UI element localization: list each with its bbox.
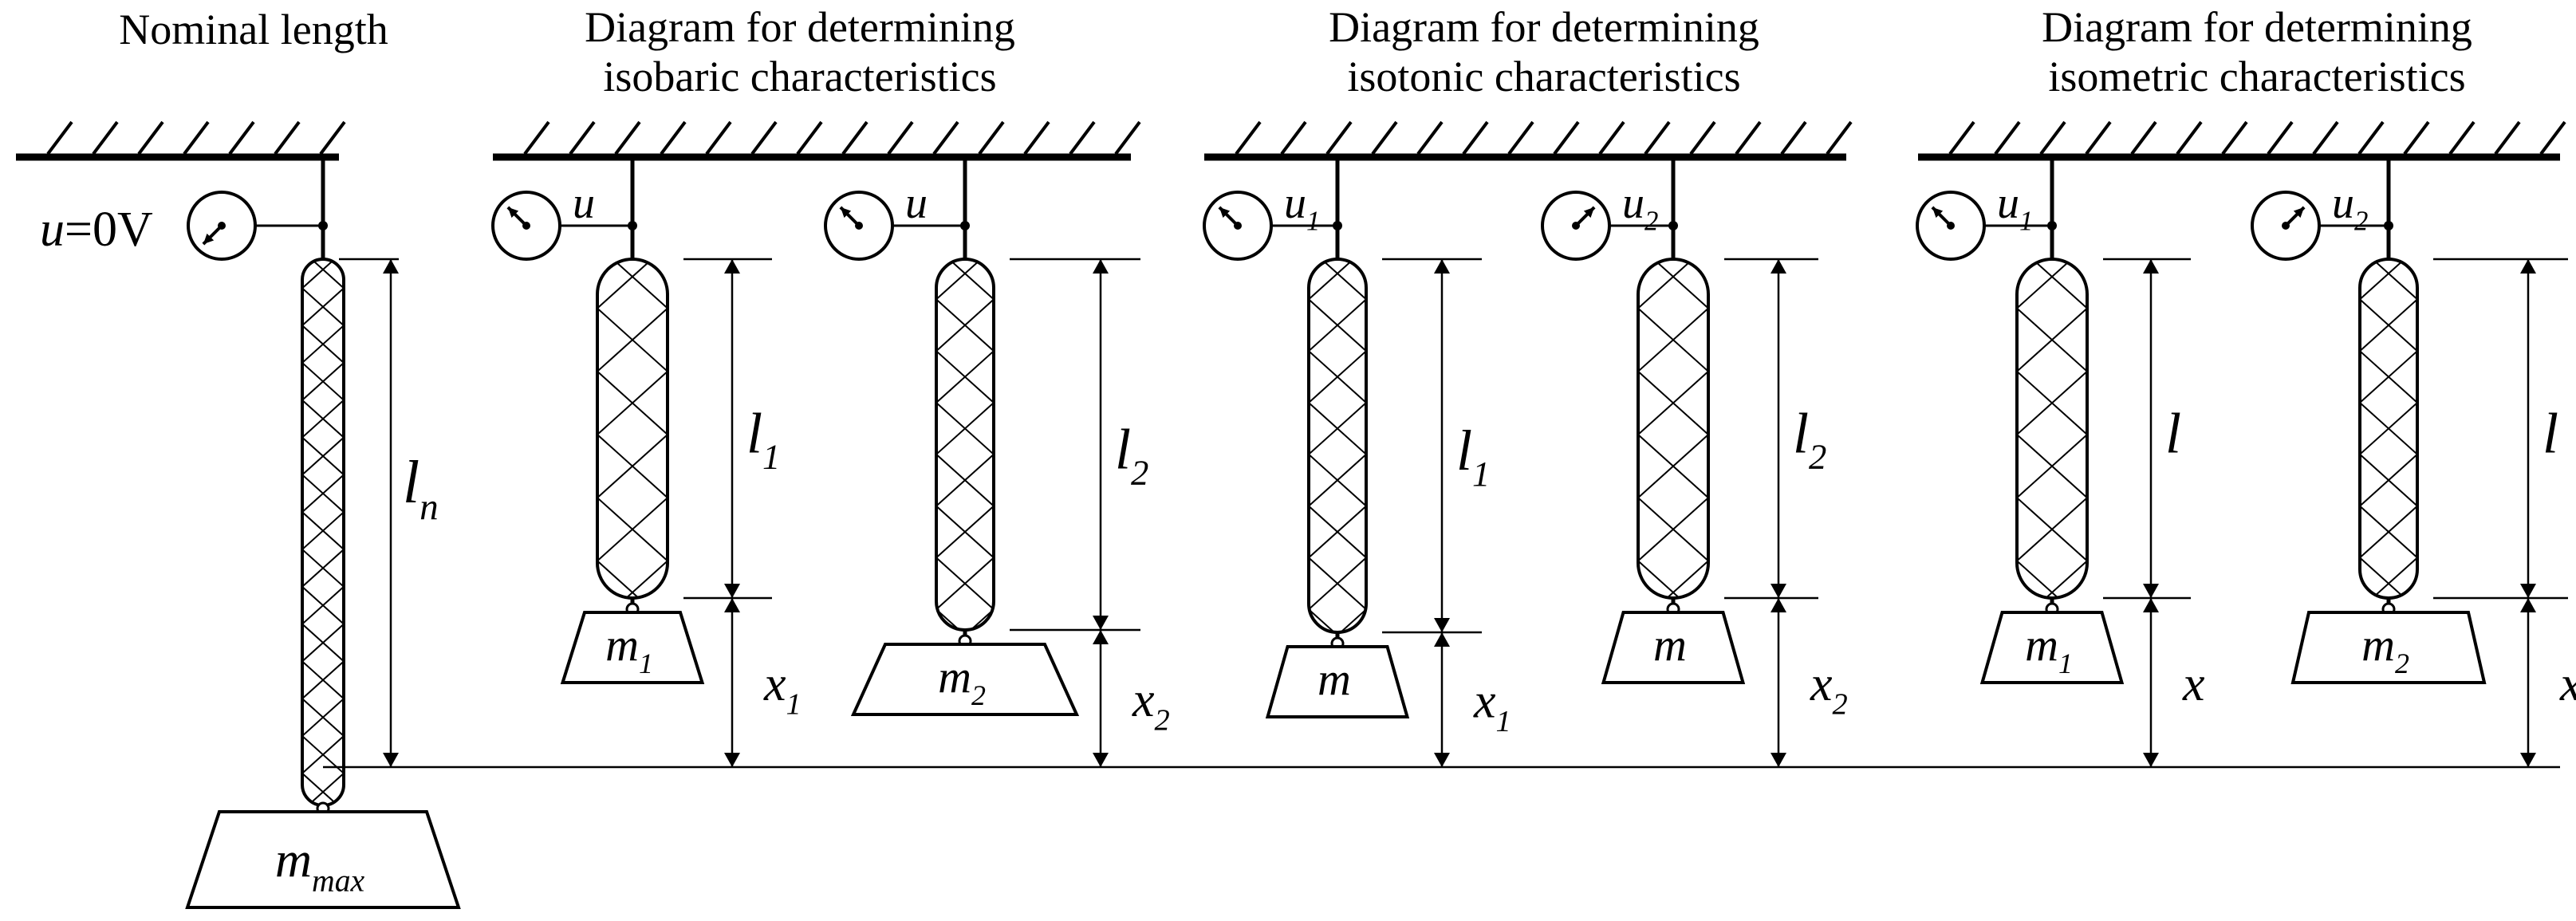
isotonic-1-junction [1333,221,1342,230]
isotonic-1-mass: m [1265,636,1410,718]
isometric-2-source-label: u2 [2332,179,2368,237]
isobaric-2-junction [960,221,970,230]
isobaric-2: u m2 l2 x2 [824,157,1170,767]
isobaric-1-length-label: l1 [746,402,780,477]
isotonic-2-mass-label: m [1653,619,1687,671]
title-nominal-length: Nominal length [119,6,388,53]
isotonic-2-length-label: l2 [1793,402,1826,477]
isobaric-1-offset-dimension [724,598,740,767]
title-isometric-line2: isometric characteristics [2048,53,2465,100]
isobaric-2-meter-icon [824,191,894,261]
isometric-1-length-dimension [2143,259,2159,598]
title-isometric-line1: Diagram for determining [2042,3,2472,51]
isotonic-2-muscle [1637,258,1710,600]
nominal-length-dimension [383,259,399,767]
isometric-1-meter-icon [1916,191,1986,261]
ceiling-isometric [1918,120,2566,161]
isobaric-1-offset-label: x1 [763,657,802,721]
nominal-mass-label: mmax [275,832,365,899]
nominal-length-label: ln [403,449,439,528]
ceiling-isobaric [493,120,1141,161]
isometric-1-mass: m1 [1979,602,2125,684]
isotonic-2-meter-icon [1541,191,1611,261]
isometric-1-offset-dimension [2143,598,2159,767]
isometric-1-junction [2047,221,2057,230]
isotonic-2-source-label: u2 [1622,179,1658,237]
unit-nominal: mmax ln [185,157,461,909]
isotonic-1-offset-label: x1 [1473,675,1511,738]
isometric-2-meter-icon [2251,191,2321,261]
isometric-2-mass-label: m2 [2361,619,2409,679]
isobaric-1-source-label: u [573,179,595,228]
isotonic-1-source-label: u1 [1284,179,1320,237]
isobaric-1-length-dimension [724,259,740,598]
isotonic-1-muscle [1307,258,1368,634]
isometric-2-offset-label: x [2559,657,2576,711]
isobaric-2-mass-label: m2 [938,651,986,711]
ceiling-nominal [16,120,346,161]
title-isobaric-line1: Diagram for determining [585,3,1015,51]
isotonic-2-mass: m [1601,602,1746,684]
isobaric-2-offset-label: x2 [1132,673,1170,737]
nominal-voltage-label: u=0V [40,203,153,257]
nominal-junction [318,221,328,230]
isotonic-2-offset-dimension [1771,598,1786,767]
isotonic-1-length-label: l1 [1456,419,1490,494]
isotonic-1-offset-dimension [1434,632,1450,767]
isobaric-2-source-label: u [905,179,928,228]
isometric-2-length-dimension [2520,259,2536,598]
isometric-1-mass-label: m1 [2025,619,2073,679]
isobaric-2-muscle [935,258,995,632]
isotonic-1-meter-icon [1203,191,1273,261]
isometric-2: u2 m2 l x [2251,157,2576,767]
isometric-1-source-label: u1 [1997,179,2033,237]
isotonic-1-mass-label: m [1318,653,1351,705]
isobaric-1-meter-icon [491,191,561,261]
nominal-voltage-meter-icon [187,191,257,261]
isobaric-1: u m1 l1 x1 [491,157,802,767]
isometric-1: u1 m1 l x [1916,157,2205,767]
isobaric-1-mass: m1 [560,602,705,684]
isotonic-2-junction [1668,221,1678,230]
isobaric-1-mass-label: m1 [605,619,653,679]
isometric-2-mass: m2 [2290,602,2487,684]
isometric-2-junction [2384,221,2393,230]
isotonic-2: u2 m l2 x2 [1541,157,1848,767]
isobaric-2-mass: m2 [850,634,1080,716]
isotonic-2-offset-label: x2 [1810,657,1848,721]
isometric-2-offset-dimension [2520,598,2536,767]
isobaric-2-offset-dimension [1093,630,1109,767]
isotonic-1: u1 m l1 x1 [1203,157,1511,767]
isobaric-1-muscle [596,258,669,600]
isobaric-2-length-label: l2 [1115,418,1148,493]
isobaric-2-length-dimension [1093,259,1109,630]
nominal-muscle [301,258,345,807]
title-isotonic-line2: isotonic characteristics [1347,53,1740,100]
isometric-2-length-label: l [2543,402,2558,466]
isometric-1-offset-label: x [2182,657,2205,711]
ceiling-isotonic [1204,120,1853,161]
title-isobaric-line2: isobaric characteristics [603,53,996,100]
isotonic-2-length-dimension [1771,259,1786,598]
title-isotonic-line1: Diagram for determining [1329,3,1759,51]
isometric-1-muscle [2015,258,2089,600]
isobaric-1-junction [628,221,637,230]
nominal-mass: mmax [185,801,461,909]
isotonic-1-length-dimension [1434,259,1450,632]
isometric-1-length-label: l [2165,402,2181,466]
